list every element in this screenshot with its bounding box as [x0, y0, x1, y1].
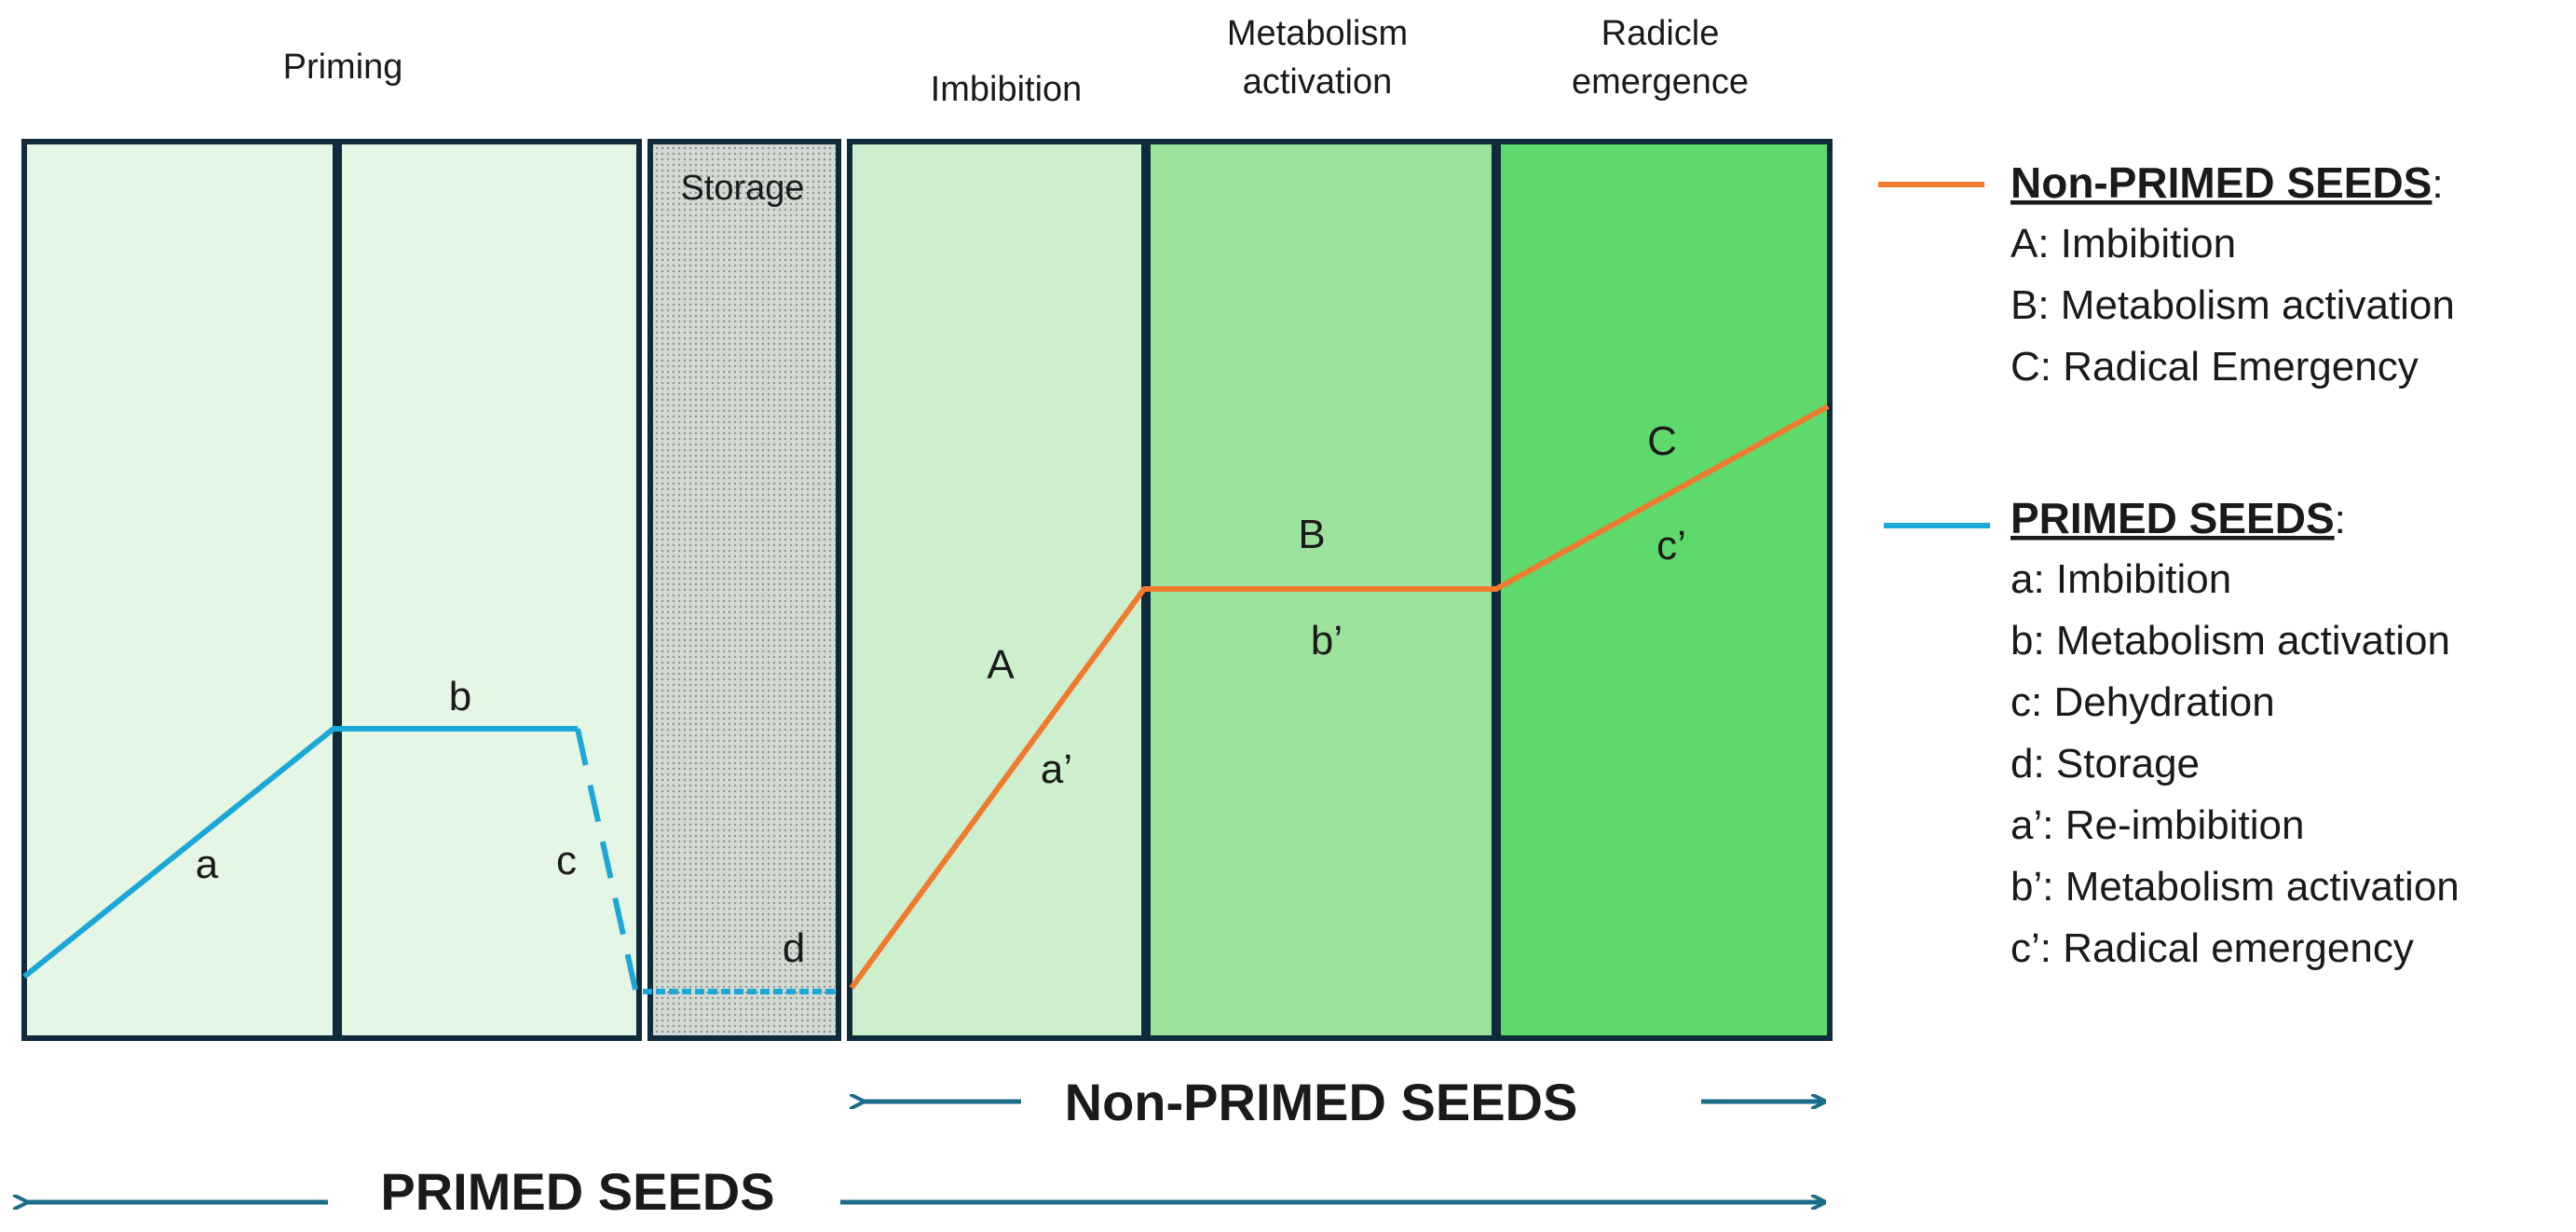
panel-priming-imbibition	[21, 139, 340, 1041]
legend-non-primed-colon: :	[2432, 161, 2443, 207]
label-b: b	[449, 674, 471, 719]
legend-non-primed-heading: Non-PRIMED SEEDS:	[2010, 158, 2444, 207]
legend-primed-item: c: Dehydration	[2010, 679, 2275, 725]
legend-non-primed-item: B: Metabolism activation	[2010, 282, 2455, 328]
panel-imbibition	[847, 139, 1149, 1041]
header-metabolism-line1: Metabolism	[1227, 14, 1408, 53]
header-radicle-line2: emergence	[1572, 62, 1749, 102]
label-b-prime: b’	[1311, 618, 1343, 664]
label-a-prime: a’	[1041, 746, 1072, 792]
legend-primed-item: b: Metabolism activation	[2010, 618, 2450, 664]
header-radicle-line1: Radicle	[1601, 14, 1720, 53]
panel-priming-metabolism	[334, 139, 642, 1041]
header-priming: Priming	[283, 48, 403, 87]
legend-primed-item: b’: Metabolism activation	[2010, 864, 2460, 910]
legend-non-primed-item: C: Radical Emergency	[2010, 344, 2419, 390]
panel-radicle	[1493, 139, 1833, 1041]
legend-primed-item: a: Imbibition	[2010, 556, 2231, 602]
legend-primed-heading: PRIMED SEEDS:	[2010, 494, 2346, 542]
label-A: A	[987, 642, 1015, 688]
header-storage: Storage	[680, 169, 804, 208]
header-imbibition: Imbibition	[931, 70, 1083, 109]
label-C: C	[1647, 418, 1677, 464]
primed-curve-dehydration	[575, 728, 638, 991]
label-a: a	[196, 842, 219, 887]
header-metabolism-line2: activation	[1243, 62, 1393, 102]
legend-primed-item: a’: Re-imbibition	[2010, 802, 2304, 848]
legend-non-primed-item: A: Imbibition	[2010, 221, 2236, 267]
label-B: B	[1298, 512, 1325, 557]
primed-arrow-label: PRIMED SEEDS	[380, 1162, 774, 1221]
label-d: d	[783, 925, 805, 971]
panel-storage	[647, 139, 841, 1041]
non-primed-curve	[849, 404, 1830, 990]
primed-curve-imbibition-metabolism	[22, 726, 578, 979]
legend-non-primed-title: Non-PRIMED SEEDS	[2010, 158, 2432, 207]
non-primed-arrow-label: Non-PRIMED SEEDS	[1065, 1073, 1578, 1131]
legend-primed-item: c’: Radical emergency	[2010, 925, 2414, 971]
legend-primed-item: d: Storage	[2010, 741, 2200, 787]
legend-primed-title: PRIMED SEEDS	[2010, 494, 2335, 542]
legend-primed-colon: :	[2335, 497, 2346, 542]
label-c-prime: c’	[1656, 523, 1686, 568]
label-c: c	[556, 838, 577, 883]
